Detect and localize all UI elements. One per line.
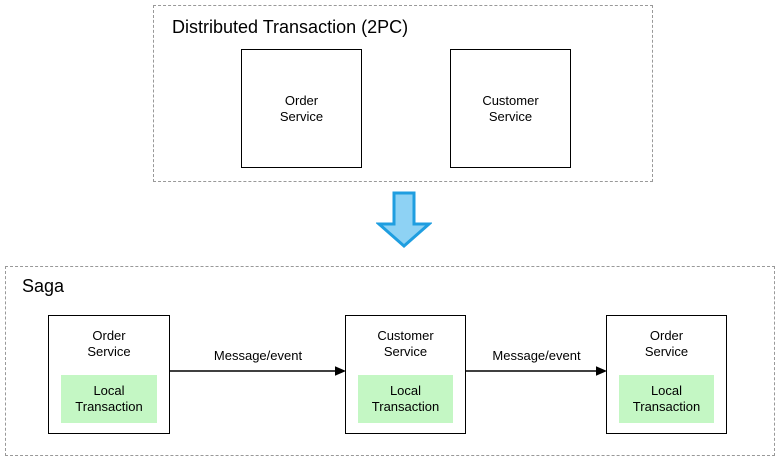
service-box-customer-service-2pc[interactable]: Customer Service	[450, 49, 571, 168]
down-arrow-icon	[376, 191, 432, 248]
flow-arrow-label: Message/event	[492, 348, 581, 363]
local-transaction-label: Local Transaction	[75, 383, 143, 414]
local-transaction-chip: Local Transaction	[61, 375, 157, 423]
service-box-label: Customer Service	[377, 328, 434, 359]
flow-arrow-label: Message/event	[213, 348, 303, 363]
service-box-order-service-2pc[interactable]: Order Service	[241, 49, 362, 168]
service-box-label: Order Service	[279, 92, 324, 124]
service-box-order-service-saga-1[interactable]: Order Service Local Transaction	[48, 315, 170, 434]
service-box-label: Order Service	[644, 328, 689, 359]
service-box-customer-service-saga[interactable]: Customer Service Local Transaction	[345, 315, 466, 434]
flow-arrow-1: Message/event	[170, 348, 346, 378]
local-transaction-chip: Local Transaction	[619, 375, 714, 423]
service-box-label: Customer Service	[482, 92, 539, 124]
local-transaction-label: Local Transaction	[371, 383, 440, 414]
local-transaction-label: Local Transaction	[632, 383, 701, 414]
group-title-saga: Saga	[22, 276, 65, 296]
flow-arrow-2: Message/event	[466, 348, 607, 378]
service-box-order-service-saga-2[interactable]: Order Service Local Transaction	[606, 315, 727, 434]
group-title-distributed-transaction: Distributed Transaction (2PC)	[172, 17, 409, 37]
group-saga	[5, 266, 775, 456]
local-transaction-chip: Local Transaction	[358, 375, 453, 423]
group-distributed-transaction	[153, 5, 653, 182]
service-box-label: Order Service	[87, 328, 131, 359]
